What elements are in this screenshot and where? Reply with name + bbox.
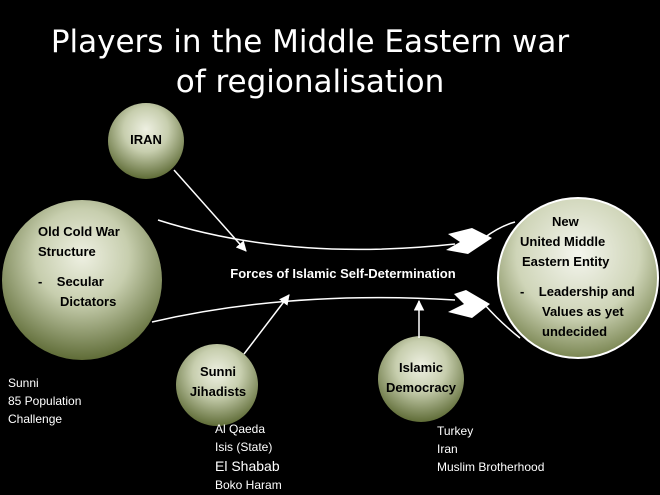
jihadist-groups-list: Al Qaeda Isis (State) El Shabab Boko Har… [215,422,282,492]
new-entity-label: New United Middle Eastern Entity - Leade… [520,214,635,339]
new-entity-node [497,197,659,359]
iran-label: IRAN [130,132,162,147]
lower-chevron-arrow [448,290,490,318]
slide-title: Players in the Middle Eastern war of reg… [30,22,590,102]
lower-tail-curve [483,303,521,339]
iran-arrow [173,169,247,252]
sunni-jihadists-node [176,344,258,426]
democracy-examples-list: Turkey Iran Muslim Brotherhood [437,424,545,474]
old-cold-war-label: Old Cold War Structure - Secular Dictato… [38,224,120,309]
jihadists-arrow [243,294,290,355]
upper-chevron-arrow [446,228,492,254]
forces-label: Forces of Islamic Self-Determination [230,266,456,281]
old-cold-war-node [2,200,162,360]
title-line-1: Players in the Middle Eastern war [50,24,570,60]
upper-flow-curve [157,219,456,251]
sunni-population-note: Sunni 85 Population Challenge [8,376,82,426]
islamic-democracy-label: Islamic Democracy [385,360,457,395]
sunni-jihadists-label: Sunni Jihadists [189,364,247,399]
title-line-2: of regionalisation [175,64,445,100]
iran-node [108,103,184,179]
islamic-democracy-node [378,336,464,422]
lower-flow-curve [151,296,456,323]
